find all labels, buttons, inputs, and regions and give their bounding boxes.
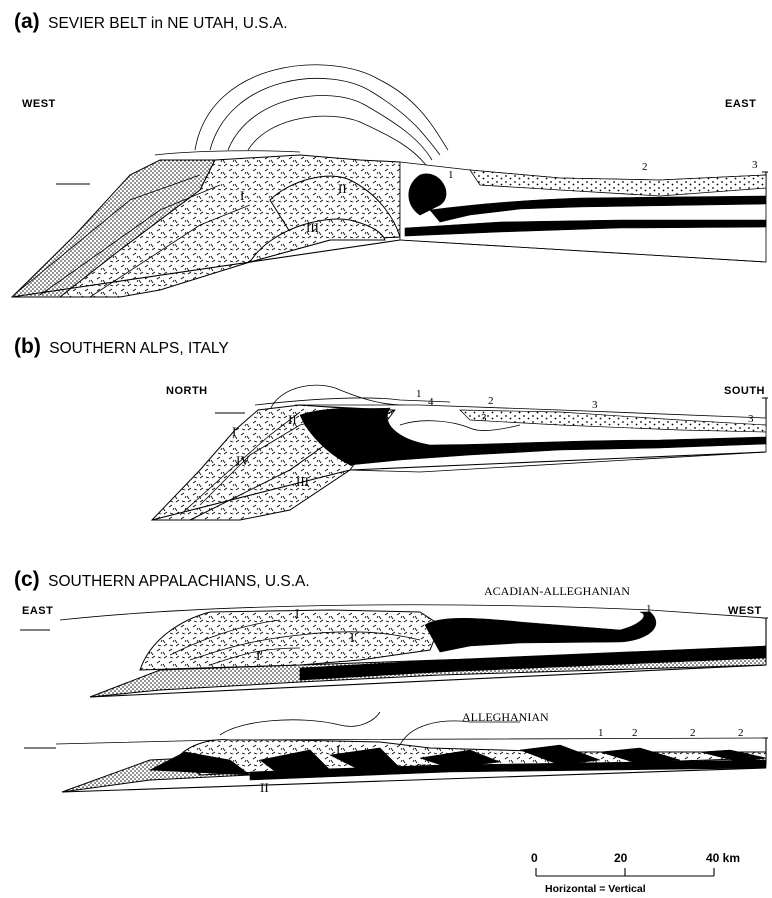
panel-a-right-direction: EAST	[725, 98, 756, 110]
panel-c-upper-orogeny-label: ACADIAN-ALLEGHANIAN	[484, 584, 630, 598]
panel-c-lower-marker-1: 1	[598, 727, 604, 739]
panel-c-letter: (c)	[14, 568, 40, 591]
panel-a-eroded-trace-2	[210, 78, 440, 155]
panel-a: (a) SEVIER BELT in NE UTAH, U.S.A. WEST …	[12, 10, 768, 297]
panel-c-upper-sheet-label-3: I'	[256, 648, 263, 663]
panel-c-lower-surface	[56, 738, 766, 744]
panel-c-left-direction: EAST	[22, 605, 53, 617]
panel-b-left-direction: NORTH	[166, 385, 208, 397]
panel-b-name: SOUTHERN ALPS, ITALY	[49, 340, 228, 357]
scale-bar-tick-0: 0	[531, 851, 538, 865]
panel-c-right-direction: WEST	[728, 605, 762, 617]
scale-bar: 0 20 40 km Horizontal = Vertical	[531, 851, 740, 895]
panel-b-marker-4: 3	[481, 412, 487, 424]
panel-c-upper-black-fold	[425, 612, 656, 652]
scale-bar-tick-40: 40 km	[706, 851, 740, 865]
panel-b-marker-2: 4	[428, 396, 434, 408]
panel-b-marker-1: 1	[416, 388, 422, 400]
panel-a-eroded-trace-3	[228, 95, 432, 160]
panel-c-upper-wedge-body	[140, 610, 440, 670]
panel-b-letter: (b)	[14, 335, 41, 358]
panel-c: (c) SOUTHERN APPALACHIANS, U.S.A. EAST W…	[14, 568, 768, 795]
panel-a-marker-3: 3	[752, 159, 758, 171]
panel-a-name: SEVIER BELT in NE UTAH, U.S.A.	[48, 15, 287, 32]
panel-a-eroded-trace-1	[195, 65, 448, 150]
panel-b-sheet-label-3: III	[296, 474, 309, 489]
panel-b-marker-3: 2	[488, 395, 494, 407]
panel-c-upper-sheet-label-2: I'	[350, 630, 357, 645]
panel-c-lower-marker-4: 2	[738, 727, 744, 739]
scale-bar-line	[536, 868, 714, 876]
panel-a-marker-1: 1	[448, 169, 454, 181]
panel-c-lower-marker-3: 2	[690, 727, 696, 739]
panel-c-lower-orogeny-label: ALLEGHANIAN	[462, 710, 549, 724]
panel-b-right-direction: SOUTH	[724, 385, 765, 397]
panel-b-marker-5: 3	[592, 399, 598, 411]
panel-c-lower-sheet-label-2: II	[260, 780, 269, 795]
scale-bar-tick-20: 20	[614, 851, 628, 865]
panel-c-lower-sheet-label-1: I	[336, 743, 340, 758]
panel-a-title: (a) SEVIER BELT in NE UTAH, U.S.A.	[14, 10, 288, 33]
panel-c-upper-section: ACADIAN-ALLEGHANIAN I I' I' 1	[20, 584, 768, 697]
panel-c-lower-sheet-label-3: II'	[418, 761, 429, 776]
panel-a-surface-wave	[155, 151, 300, 155]
panel-a-left-direction: WEST	[22, 98, 56, 110]
panel-b: (b) SOUTHERN ALPS, ITALY NORTH SOUTH I I…	[14, 335, 768, 520]
panel-a-sheet-label-3: III	[306, 220, 319, 235]
panel-c-lower-section: ALLEGHANIAN I II II' 1 2 2 2	[24, 710, 768, 795]
panel-b-title: (b) SOUTHERN ALPS, ITALY	[14, 335, 229, 358]
panel-c-lower-marker-2: 2	[632, 727, 638, 739]
panel-c-title: (c) SOUTHERN APPALACHIANS, U.S.A.	[14, 568, 310, 591]
panel-b-sheet-label-2: II	[288, 412, 297, 427]
scale-bar-caption: Horizontal = Vertical	[545, 883, 646, 895]
panel-c-name: SOUTHERN APPALACHIANS, U.S.A.	[48, 573, 310, 590]
panel-b-sheet-label-4: IV	[236, 453, 250, 468]
panel-a-sheet-label-2: II	[338, 181, 347, 196]
panel-b-sheet-label-1: I	[232, 424, 236, 439]
panel-c-upper-marker-1: 1	[646, 603, 652, 615]
panel-b-marker-6: 3	[748, 413, 754, 425]
panel-a-sheet-label-1: I	[240, 188, 244, 203]
panel-c-upper-sheet-label-1: I	[295, 606, 299, 621]
panel-a-marker-2: 2	[642, 161, 648, 173]
panel-a-letter: (a)	[14, 10, 40, 33]
